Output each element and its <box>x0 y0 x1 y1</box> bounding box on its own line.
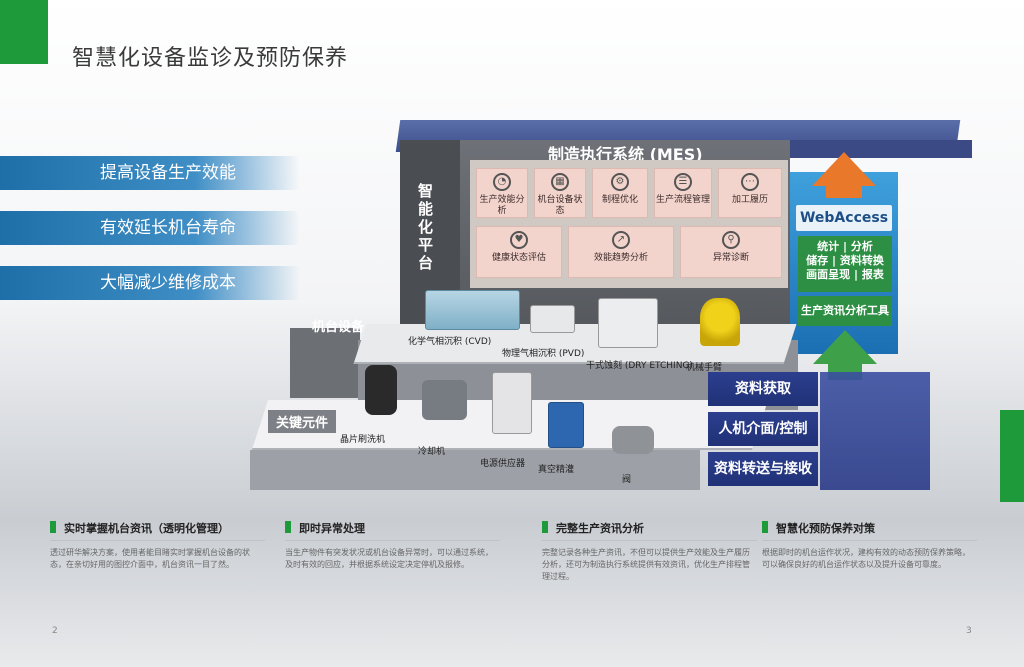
app-panel: ◔ 生产效能分析 ▦ 机台设备状态 ⚙ 制程优化 ☰ 生产流程管理 ⋯ 加工履历 ♥ 健康状… <box>470 160 788 288</box>
stack-layer: 资料获取 <box>708 372 818 406</box>
function-line: 储存 | 资料转换 <box>806 254 884 267</box>
divider <box>762 540 977 541</box>
app-tile: ♥ 健康状态评估 <box>476 226 562 278</box>
vacuum-pump <box>548 402 584 448</box>
arrow-up-icon <box>813 330 877 364</box>
machine-name: 干式蚀刻 (DRY ETCHING) <box>586 361 693 371</box>
machine-name: 机械手臂 <box>686 363 723 373</box>
component-name: 晶片刷洗机 <box>340 435 386 445</box>
cvd-machine <box>425 290 520 330</box>
machine-level-side <box>290 328 360 398</box>
pvd-machine <box>530 305 575 333</box>
app-tile: ⚙ 制程优化 <box>592 168 648 218</box>
feature-title: 实时掌握机台资讯（透明化管理） <box>50 520 265 536</box>
app-tile: ⋯ 加工履历 <box>718 168 782 218</box>
page-number-left: 2 <box>52 626 58 636</box>
gear-icon: ⚙ <box>611 173 629 191</box>
data-stack-side <box>820 372 930 490</box>
analysis-tool: 生产资讯分析工具 <box>798 296 892 326</box>
divider <box>542 540 757 541</box>
divider <box>50 540 265 541</box>
machine-name: 物理气相沉积 (PVD) <box>502 349 585 359</box>
component-level-front <box>250 450 700 490</box>
feature-column: 实时掌握机台资讯（透明化管理） 透过研华解决方案，使用者能目睹实时掌握机台设备的… <box>50 520 265 571</box>
app-label: 效能趋势分析 <box>593 253 648 263</box>
mes-label: 制造执行系统 (MES) <box>548 145 703 164</box>
valve <box>612 426 654 454</box>
side-accent <box>1000 410 1024 502</box>
page-number-right: 3 <box>966 626 972 636</box>
webaccess-functions: 统计 | 分析 储存 | 资料转换 画面呈现 | 报表 <box>798 236 892 292</box>
gauge-icon: ◔ <box>493 173 511 191</box>
search-icon: ⚲ <box>722 231 740 249</box>
feature-column: 智慧化预防保养对策 根据即时的机台运作状况，建构有效的动态预防保养策略，可以确保… <box>762 520 977 571</box>
app-label: 健康状态评估 <box>491 253 546 263</box>
function-line: 画面呈现 | 报表 <box>806 268 884 281</box>
feature-columns: 实时掌握机台资讯（透明化管理） 透过研华解决方案，使用者能目睹实时掌握机台设备的… <box>50 520 980 600</box>
platform-label: 智能化平台 <box>418 182 434 272</box>
component-name: 冷却机 <box>418 447 446 457</box>
app-tile: ◔ 生产效能分析 <box>476 168 528 218</box>
data-stack: 资料获取 人机介面/控制 资料转送与接收 <box>708 372 948 490</box>
feature-column: 即时异常处理 当生产物件有突发状况或机台设备异常时，可以通过系统，及时有效的回应… <box>285 520 500 571</box>
feature-text: 透过研华解决方案，使用者能目睹实时掌握机台设备的状态，在亲切好用的图控介面中，机… <box>50 548 250 569</box>
trend-icon: ↗ <box>612 231 630 249</box>
system-diagram: 制造执行系统 (MES) 智能化平台 ◔ 生产效能分析 ▦ 机台设备状态 ⚙ 制程优化… <box>230 110 990 510</box>
function-line: 统计 | 分析 <box>817 240 873 253</box>
app-label: 加工履历 <box>731 195 768 205</box>
health-icon: ♥ <box>510 231 528 249</box>
app-label: 生产效能分析 <box>479 195 525 216</box>
feature-title: 完整生产资讯分析 <box>542 520 757 536</box>
power-supply <box>492 372 532 434</box>
component-label: 关键元件 <box>268 410 337 433</box>
feature-text: 根据即时的机台运作状况，建构有效的动态预防保养策略，可以确保良好的机台运作状态以… <box>762 548 970 569</box>
wafer-scrubber <box>365 365 397 415</box>
corner-accent <box>0 0 48 64</box>
app-tile: ⚲ 异常诊断 <box>680 226 782 278</box>
webaccess-logo: WebAccess <box>796 205 892 231</box>
app-label: 制程优化 <box>601 195 638 205</box>
stack-layer: 资料转送与接收 <box>708 452 818 486</box>
banner-efficiency: 提高设备生产效能 <box>0 156 300 190</box>
page-title: 智慧化设备监诊及预防保养 <box>72 46 349 71</box>
history-icon: ⋯ <box>741 173 759 191</box>
chiller <box>422 380 467 420</box>
arrow-stem <box>826 184 862 198</box>
feature-text: 当生产物件有突发状况或机台设备异常时，可以通过系统，及时有效的回应，并根据系统设… <box>285 548 493 569</box>
component-name: 电源供应器 <box>480 459 526 469</box>
app-label: 生产流程管理 <box>655 195 710 205</box>
app-tile: ☰ 生产流程管理 <box>654 168 712 218</box>
robot-arm-icon <box>700 298 740 346</box>
arrow-up-icon <box>812 152 876 186</box>
component-name: 真空精灌 <box>538 465 575 475</box>
feature-column: 完整生产资讯分析 完整记录各种生产资讯，不但可以提供生产效能及生产履历分析，还可… <box>542 520 757 583</box>
etching-machine <box>598 298 658 348</box>
feature-title: 智慧化预防保养对策 <box>762 520 977 536</box>
banner-cost: 大幅减少维修成本 <box>0 266 300 300</box>
divider <box>285 540 500 541</box>
app-label: 异常诊断 <box>712 253 749 263</box>
component-name: 阀 <box>622 475 632 485</box>
app-tile: ↗ 效能趋势分析 <box>568 226 674 278</box>
app-label: 机台设备状态 <box>537 195 583 216</box>
flow-icon: ☰ <box>674 173 692 191</box>
feature-title: 即时异常处理 <box>285 520 500 536</box>
feature-text: 完整记录各种生产资讯，不但可以提供生产效能及生产履历分析，还可为制造执行系统提供… <box>542 548 750 581</box>
machine-name: 化学气相沉积 (CVD) <box>408 337 492 347</box>
stack-layer: 人机介面/控制 <box>708 412 818 446</box>
machine-icon: ▦ <box>551 173 569 191</box>
machine-label: 机台设备 <box>312 320 365 335</box>
banner-lifespan: 有效延长机台寿命 <box>0 211 300 245</box>
app-tile: ▦ 机台设备状态 <box>534 168 586 218</box>
